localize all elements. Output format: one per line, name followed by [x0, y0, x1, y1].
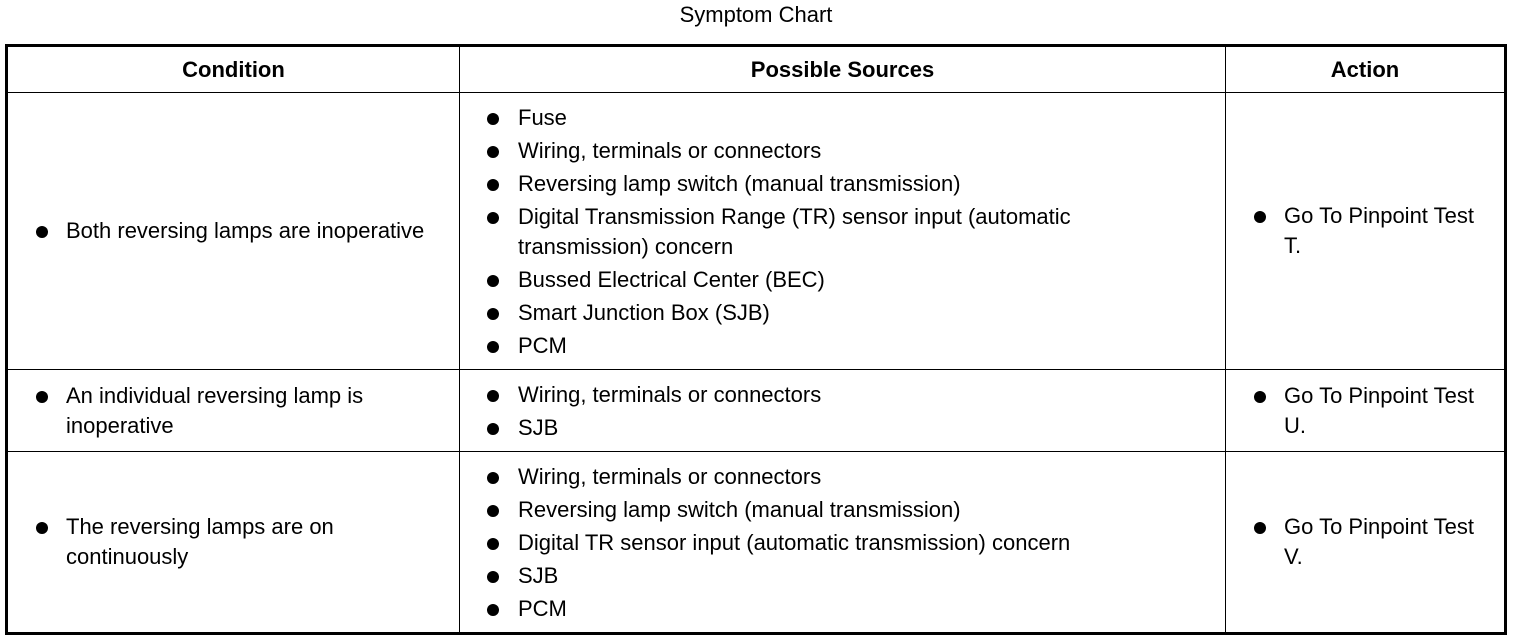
source-text: Reversing lamp switch (manual transmissi…: [518, 171, 961, 196]
bullet-icon: [1254, 390, 1266, 403]
list-item: An individual reversing lamp is inoperat…: [8, 381, 459, 441]
list-item: PCM: [460, 331, 1225, 361]
list-item: Wiring, terminals or connectors: [460, 462, 1225, 492]
list-item: The reversing lamps are on continuously: [8, 512, 459, 572]
list-item: Go To Pinpoint Test U.: [1226, 381, 1504, 441]
source-text: Digital TR sensor input (automatic trans…: [518, 530, 1071, 555]
sources-cell: Wiring, terminals or connectors Reversin…: [459, 451, 1226, 634]
bullet-icon: [487, 179, 499, 191]
bullet-icon: [487, 390, 499, 402]
table-row: An individual reversing lamp is inoperat…: [6, 369, 1506, 452]
condition-text: An individual reversing lamp is inoperat…: [66, 382, 364, 438]
bullet-icon: [36, 522, 48, 534]
list-item: Go To Pinpoint Test T.: [1226, 201, 1504, 261]
table-row: The reversing lamps are on continuously …: [6, 451, 1506, 634]
source-text: Fuse: [518, 105, 567, 130]
list-item: Digital Transmission Range (TR) sensor i…: [460, 202, 1225, 262]
source-text: PCM: [518, 596, 567, 621]
source-text: SJB: [518, 415, 559, 440]
action-cell: Go To Pinpoint Test U.: [1225, 369, 1506, 452]
symptom-chart-table: Condition Possible Sources Action Both r…: [5, 44, 1507, 635]
header-row: Condition Possible Sources Action: [6, 45, 1506, 93]
list-item: Smart Junction Box (SJB): [460, 298, 1225, 328]
source-text: Wiring, terminals or connectors: [518, 464, 822, 489]
list-item: Reversing lamp switch (manual transmissi…: [460, 495, 1225, 525]
bullet-icon: [36, 226, 48, 238]
page-title: Symptom Chart: [679, 2, 833, 27]
table-row: Both reversing lamps are inoperative Fus…: [6, 92, 1506, 370]
source-text: Wiring, terminals or connectors: [518, 138, 822, 163]
bullet-icon: [487, 538, 499, 550]
action-text: Go To Pinpoint Test U.: [1284, 382, 1474, 438]
bullet-icon: [487, 604, 499, 616]
bullet-icon: [487, 212, 499, 224]
list-item: PCM: [460, 594, 1225, 624]
source-text: PCM: [518, 333, 567, 358]
list-item: SJB: [460, 561, 1225, 591]
bullet-icon: [487, 571, 499, 583]
source-text: Smart Junction Box (SJB): [518, 300, 770, 325]
bullet-icon: [487, 308, 499, 320]
action-cell: Go To Pinpoint Test T.: [1225, 92, 1506, 370]
list-item: SJB: [460, 413, 1225, 443]
source-text: Reversing lamp switch (manual transmissi…: [518, 497, 961, 522]
list-item: Bussed Electrical Center (BEC): [460, 265, 1225, 295]
sources-cell: Wiring, terminals or connectors SJB: [459, 369, 1226, 452]
list-item: Go To Pinpoint Test V.: [1226, 512, 1504, 572]
bullet-icon: [487, 472, 499, 484]
list-item: Fuse: [460, 103, 1225, 133]
header-action: Action: [1225, 45, 1506, 93]
list-item: Wiring, terminals or connectors: [460, 380, 1225, 410]
condition-text: Both reversing lamps are inoperative: [66, 218, 425, 243]
source-text: Digital Transmission Range (TR) sensor i…: [518, 204, 1071, 259]
bullet-icon: [36, 390, 48, 403]
list-item: Reversing lamp switch (manual transmissi…: [460, 169, 1225, 199]
action-text: Go To Pinpoint Test T.: [1284, 203, 1474, 258]
bullet-icon: [487, 341, 499, 353]
bullet-icon: [1254, 522, 1266, 534]
list-item: Digital TR sensor input (automatic trans…: [460, 528, 1225, 558]
bullet-icon: [487, 146, 499, 158]
condition-cell: An individual reversing lamp is inoperat…: [6, 369, 460, 452]
action-text: Go To Pinpoint Test V.: [1284, 514, 1474, 569]
header-possible-sources: Possible Sources: [459, 45, 1226, 93]
bullet-icon: [1254, 211, 1266, 223]
header-condition: Condition: [6, 45, 460, 93]
source-text: Wiring, terminals or connectors: [518, 382, 822, 407]
bullet-icon: [487, 275, 499, 287]
list-item: Both reversing lamps are inoperative: [8, 216, 459, 246]
condition-cell: The reversing lamps are on continuously: [6, 451, 460, 634]
source-text: Bussed Electrical Center (BEC): [518, 267, 825, 292]
bullet-icon: [487, 423, 499, 435]
action-cell: Go To Pinpoint Test V.: [1225, 451, 1506, 634]
source-text: SJB: [518, 563, 559, 588]
condition-cell: Both reversing lamps are inoperative: [6, 92, 460, 370]
bullet-icon: [487, 113, 499, 125]
sources-cell: Fuse Wiring, terminals or connectors Rev…: [459, 92, 1226, 370]
list-item: Wiring, terminals or connectors: [460, 136, 1225, 166]
condition-text: The reversing lamps are on continuously: [66, 514, 334, 569]
bullet-icon: [487, 505, 499, 517]
